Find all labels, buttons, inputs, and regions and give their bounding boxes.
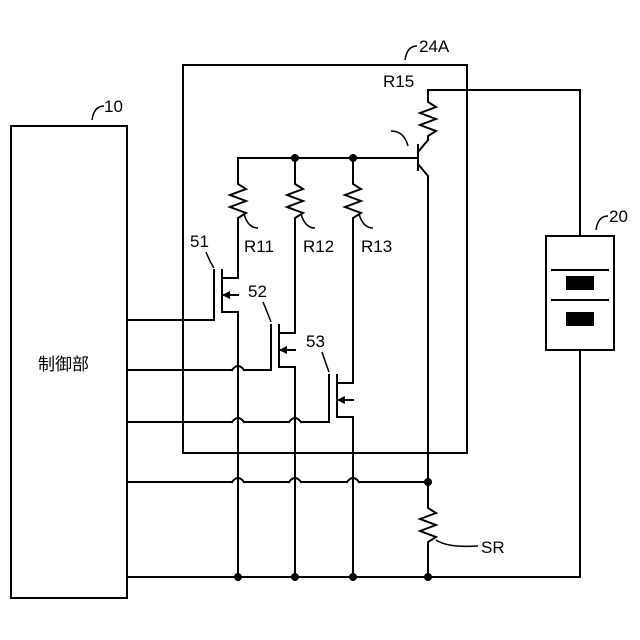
battery-ref-leader	[596, 216, 608, 230]
battery-cell-bottom	[566, 312, 594, 326]
r15-label: R15	[383, 72, 414, 91]
junction-bottom-4	[424, 573, 432, 581]
transistor-tr1	[238, 131, 428, 482]
s51-label: 51	[190, 232, 209, 251]
battery: 20	[546, 207, 628, 350]
battery-ref-label: 20	[609, 207, 628, 226]
sr-label: SR	[481, 538, 505, 557]
s53-label: 53	[306, 332, 325, 351]
r13-label: R13	[361, 237, 392, 256]
junction-bottom-3	[349, 573, 357, 581]
switch-52: 52	[128, 238, 295, 577]
module-ref-label: 24A	[419, 37, 450, 56]
tr1-leader	[391, 131, 408, 146]
controller-label: 制御部	[38, 355, 89, 374]
resistor-r15: R15	[383, 72, 436, 140]
controller-ref-label: 10	[104, 97, 123, 116]
switch-53: 53	[128, 238, 353, 577]
battery-cell-top	[566, 276, 594, 290]
resistor-sr: SR	[420, 482, 505, 577]
r12-label: R12	[303, 237, 334, 256]
controller-block: 制御部 10	[11, 97, 127, 598]
s52-label: 52	[248, 282, 267, 301]
sense-line	[128, 478, 432, 486]
resistor-r11: R11	[230, 158, 274, 256]
junction-bottom-1	[234, 573, 242, 581]
controller-ref-leader	[92, 106, 104, 120]
r11-label: R11	[244, 237, 274, 256]
module-ref-leader	[405, 46, 417, 60]
junction-bottom-2	[291, 573, 299, 581]
